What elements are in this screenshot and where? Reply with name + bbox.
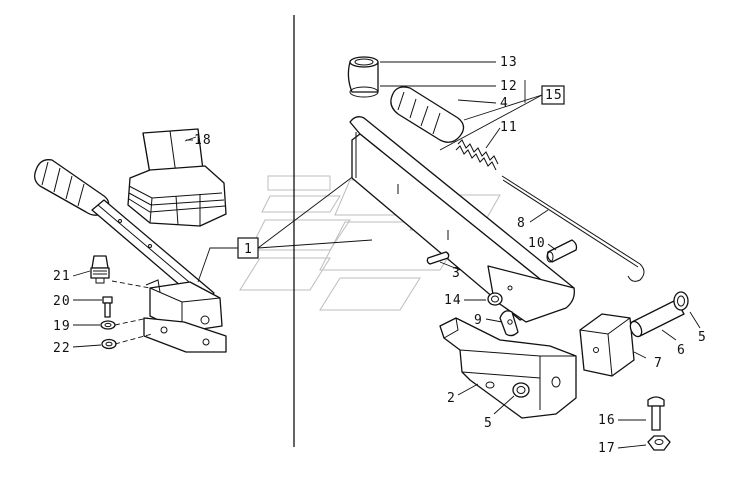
leader-2 bbox=[457, 383, 479, 396]
handbrake-lever-right bbox=[349, 116, 575, 323]
nut-part-22 bbox=[101, 338, 117, 350]
leader-9 bbox=[485, 318, 503, 323]
label-15: 15 bbox=[545, 88, 563, 103]
leader-5-right bbox=[689, 311, 701, 329]
label-2: 2 bbox=[447, 391, 456, 406]
pin-part-10 bbox=[546, 239, 578, 263]
label-8: 8 bbox=[517, 216, 526, 231]
leader-22 bbox=[72, 344, 102, 348]
ring-part-14 bbox=[487, 292, 503, 306]
label-1: 1 bbox=[244, 242, 253, 257]
label-10: 10 bbox=[528, 236, 546, 251]
label-19: 19 bbox=[53, 319, 71, 334]
grip-part-12 bbox=[390, 86, 465, 143]
label-6: 6 bbox=[677, 343, 686, 358]
label-18: 18 bbox=[194, 133, 212, 148]
spring-part-11 bbox=[455, 139, 499, 171]
label-14: 14 bbox=[444, 293, 462, 308]
assembly-dash-left-c bbox=[114, 333, 153, 345]
leader-8 bbox=[529, 209, 549, 223]
label-4: 4 bbox=[500, 96, 509, 111]
label-12: 12 bbox=[500, 79, 518, 94]
assembly-dash-left-a bbox=[111, 280, 151, 289]
callout-box-15 bbox=[541, 85, 565, 105]
leader-1-to-left bbox=[197, 247, 238, 283]
leader-21 bbox=[72, 270, 91, 277]
leader-15-a bbox=[439, 94, 543, 151]
leader-6 bbox=[661, 329, 677, 341]
label-17: 17 bbox=[598, 441, 616, 456]
sleeve-part-13 bbox=[347, 56, 379, 98]
assembly-dash-left-b bbox=[114, 317, 149, 326]
brake-switch-part-21 bbox=[90, 255, 110, 284]
bracket-part-2 bbox=[439, 317, 577, 419]
label-13: 13 bbox=[500, 55, 518, 70]
nut-part-17 bbox=[647, 435, 671, 451]
cylinder-part-6 bbox=[629, 299, 685, 338]
label-22: 22 bbox=[53, 341, 71, 356]
block-part-7 bbox=[579, 313, 635, 377]
part-labels: 18 21 20 19 22 1 13 12 4 15 11 8 10 3 14… bbox=[53, 55, 707, 456]
leader-4 bbox=[457, 99, 497, 104]
label-20: 20 bbox=[53, 294, 71, 309]
label-5-lower: 5 bbox=[484, 416, 493, 431]
pawl-part-9 bbox=[499, 310, 519, 337]
leader-7 bbox=[633, 351, 647, 359]
leader-5-lower bbox=[493, 395, 515, 415]
washer-part-19 bbox=[100, 320, 116, 330]
leader-11 bbox=[485, 127, 501, 149]
label-7: 7 bbox=[654, 356, 663, 371]
bolt-part-20 bbox=[102, 296, 113, 318]
ring-part-5-right bbox=[673, 291, 689, 311]
rod-part-8 bbox=[501, 175, 645, 282]
leader-15-b bbox=[463, 94, 543, 121]
leader-10 bbox=[547, 243, 557, 251]
bolt-part-16 bbox=[647, 396, 665, 431]
pin-part-3 bbox=[426, 251, 450, 265]
handbrake-lever-left bbox=[34, 159, 227, 353]
label-3: 3 bbox=[452, 266, 461, 281]
rubber-boot-part-18 bbox=[127, 128, 227, 227]
leader-3 bbox=[439, 261, 461, 271]
label-21: 21 bbox=[53, 269, 71, 284]
leader-1-to-right-b bbox=[257, 239, 373, 249]
leader-17 bbox=[617, 444, 647, 449]
callout-box-1 bbox=[237, 237, 259, 259]
label-5-right: 5 bbox=[698, 330, 707, 345]
label-16: 16 bbox=[598, 413, 616, 428]
label-9: 9 bbox=[474, 313, 483, 328]
label-11: 11 bbox=[500, 120, 518, 135]
ring-part-5-lower bbox=[512, 382, 530, 398]
